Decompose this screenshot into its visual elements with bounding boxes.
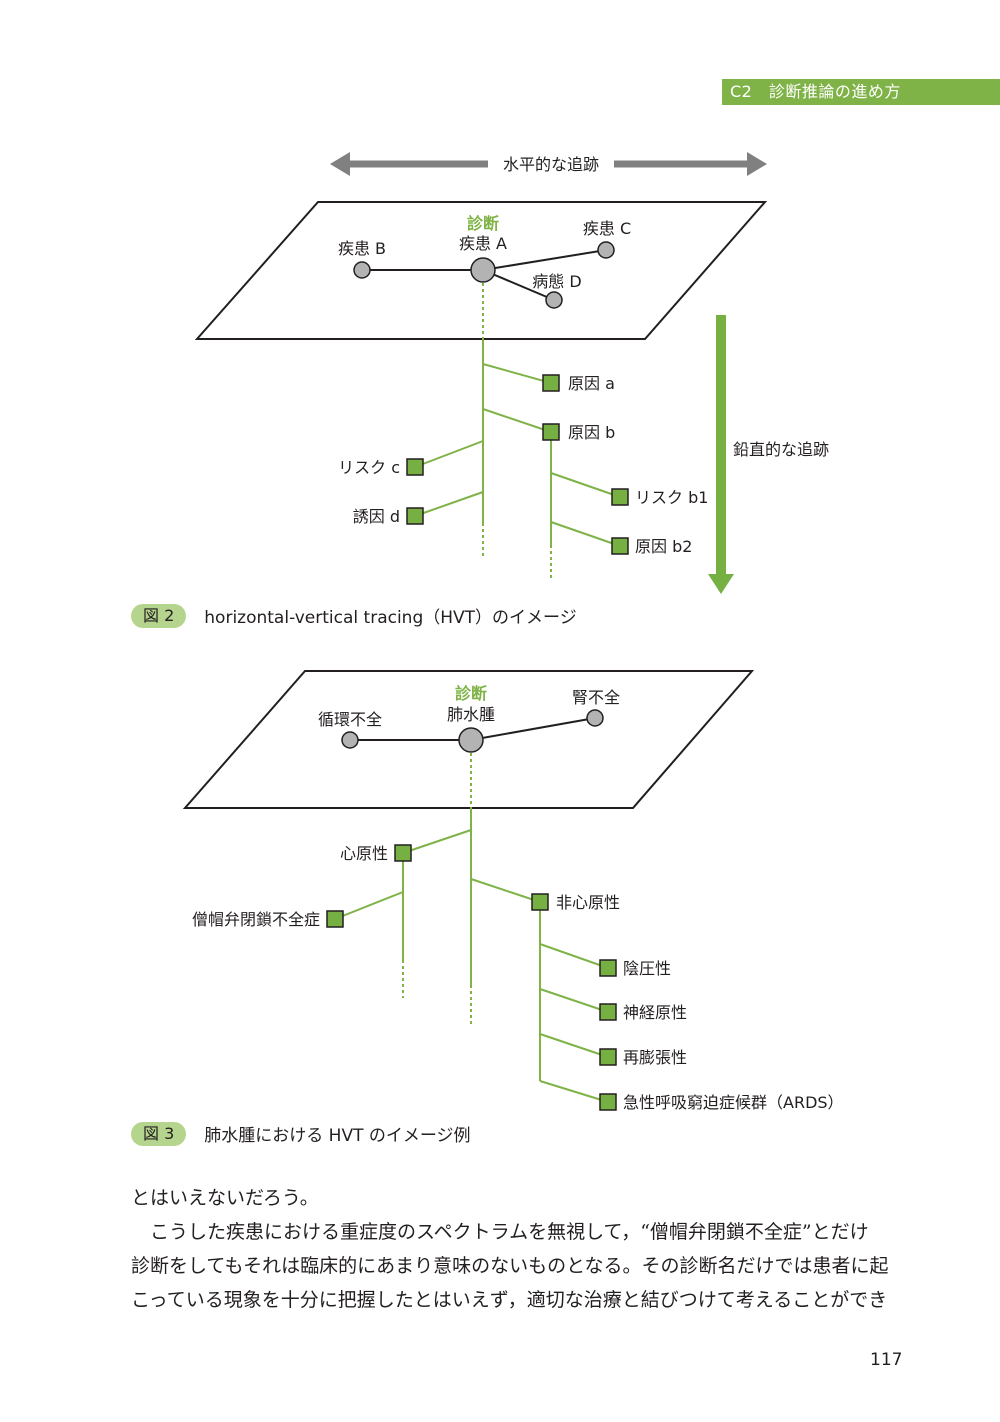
node-pulmonary-edema-label: 肺水腫 (447, 705, 495, 724)
node-pulmonary-edema (458, 727, 484, 753)
risk-c-label: リスク c (338, 458, 400, 477)
figure-3-caption: 図 3 肺水腫における HVT のイメージ例 (131, 1121, 471, 1146)
node-renal-failure (586, 709, 604, 727)
cause-b-label: 原因 b (568, 423, 615, 442)
box-ards (599, 1093, 617, 1111)
cardiac-label: 心原性 (340, 844, 388, 863)
trigger-d-label: 誘因 d (353, 507, 400, 526)
node-main (470, 257, 496, 283)
figure-2-diagram: 水平的な追跡 診断 疾患 A 疾患 B 疾患 C 病態 D 原因 a 原因 b (194, 152, 829, 594)
figure-2-badge: 図 2 (131, 603, 187, 628)
body-line-4: こっている現象を十分に把握したとはいえず，適切な治療と結びつけて考えることができ (131, 1289, 888, 1311)
box-cause-b2 (611, 537, 629, 555)
body-text: とはいえないだろう。 こうした疾患における重症度のスペクトラムを無視して，“僧帽… (131, 1181, 901, 1317)
diagnosis-label-2: 診断 (455, 684, 487, 703)
node-upper-right (597, 241, 615, 259)
neurogenic-label: 神経原性 (623, 1003, 687, 1022)
figure-2-caption: 図 2 horizontal-vertical tracing（HVT）のイメー… (131, 603, 577, 628)
box-cause-b (542, 423, 560, 441)
body-line-1: とはいえないだろう。 (131, 1187, 319, 1209)
box-reexpansion (599, 1048, 617, 1066)
page-number: 117 (870, 1350, 903, 1370)
vertical-arrow (708, 315, 734, 594)
box-risk-c (406, 458, 424, 476)
horizontal-tracing-label: 水平的な追跡 (503, 155, 599, 174)
box-neurogenic (599, 1003, 617, 1021)
node-left (353, 261, 371, 279)
box-noncardiac (531, 893, 549, 911)
node-upper-right-label: 疾患 C (583, 219, 631, 238)
node-main-label: 疾患 A (459, 234, 507, 253)
body-line-2: こうした疾患における重症度のスペクトラムを無視して，“僧帽弁閉鎖不全症”とだけ (150, 1221, 869, 1243)
box-trigger-d (406, 507, 424, 525)
noncardiac-label: 非心原性 (556, 893, 620, 912)
cause-a-label: 原因 a (568, 374, 615, 393)
mitral-label: 僧帽弁閉鎖不全症 (192, 910, 320, 929)
reexpansion-label: 再膨張性 (623, 1048, 687, 1067)
horizontal-arrow (330, 152, 767, 176)
cause-b2-label: 原因 b2 (635, 537, 692, 556)
risk-b1-label: リスク b1 (635, 488, 708, 507)
negative-pressure-label: 陰圧性 (623, 959, 671, 978)
ards-label: 急性呼吸窮迫症候群（ARDS） (623, 1093, 844, 1112)
node-lower-right-label: 病態 D (532, 272, 581, 291)
diagnosis-plane (194, 201, 768, 340)
figure-3-diagram: 診断 肺水腫 循環不全 腎不全 心原性 僧帽弁閉鎖不全症 非心原性 陰圧性 神経… (182, 670, 844, 1112)
box-negative-pressure (599, 959, 617, 977)
box-cause-a (542, 374, 560, 392)
node-circulatory-failure (341, 731, 359, 749)
body-line-3: 診断をしてもそれは臨床的にあまり意味のないものとなる。その診断名だけでは患者に起 (131, 1255, 889, 1277)
section-header: C2 診断推論の進め方 (722, 79, 1000, 105)
figure-3-caption-text: 肺水腫における HVT のイメージ例 (204, 1126, 471, 1146)
node-lower-right (545, 291, 563, 309)
figure-2-caption-text: horizontal-vertical tracing（HVT）のイメージ (204, 608, 577, 628)
figure-3-badge: 図 3 (131, 1121, 187, 1146)
box-mitral (326, 910, 344, 928)
vertical-tracing-label: 鉛直的な追跡 (733, 440, 829, 459)
box-cardiac (394, 844, 412, 862)
node-left-label: 疾患 B (338, 239, 386, 258)
node-renal-failure-label: 腎不全 (572, 688, 620, 707)
diagnosis-label: 診断 (467, 214, 499, 233)
box-risk-b1 (611, 488, 629, 506)
diagnosis-plane-2 (182, 670, 755, 809)
node-circulatory-failure-label: 循環不全 (318, 710, 382, 729)
